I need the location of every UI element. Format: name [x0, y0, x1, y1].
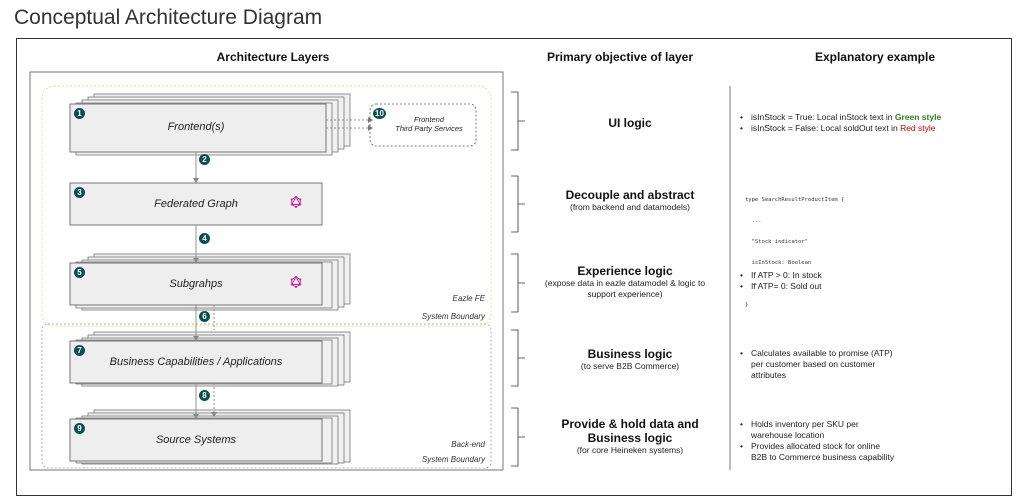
example-text: isInStock = True: Local inStock text in — [751, 112, 895, 122]
layer-label-subgraphs: Subgrahps — [169, 278, 223, 290]
code-line: type SearchResultProductItem { — [745, 197, 845, 203]
list-item: Provides allocated stock for online B2B … — [740, 441, 1005, 463]
example-text: B2B to Commerce business capability — [751, 452, 895, 462]
federated-graph-box — [69, 182, 323, 226]
layer-label-business-capabilities: Business Capabilities / Applications — [109, 356, 283, 368]
example-business: Calculates available to promise (ATP) pe… — [740, 348, 1005, 381]
layer-label-federated-graph: Federated Graph — [154, 198, 238, 210]
list-item: Calculates available to promise (ATP) pe… — [740, 348, 1005, 381]
example-text: warehouse location — [751, 430, 825, 440]
example-text: Provides allocated stock for online — [751, 441, 880, 451]
source-systems-stack — [69, 409, 351, 465]
badge-layer-3: 3 — [74, 187, 85, 198]
example-code-block: type SearchResultProductItem { ... "Stoc… — [745, 183, 844, 316]
badge-connector-2: 2 — [199, 154, 210, 165]
code-line: } — [745, 302, 749, 308]
layer-brackets — [511, 91, 525, 467]
red-style-text: Red style — [900, 123, 936, 133]
example-text: attributes — [751, 370, 786, 380]
layer-label-frontends: Frontend(s) — [167, 121, 225, 133]
graphql-icon — [290, 196, 302, 211]
header-architecture-layers: Architecture Layers — [216, 50, 330, 64]
example-experience: If ATP > 0: In stock If ATP= 0: Sold out — [740, 270, 1005, 292]
badge-layer-7: 7 — [74, 345, 85, 356]
objective-decouple: Decouple and abstract (from backend and … — [530, 188, 730, 213]
objective-subtitle: support experience) — [587, 289, 663, 299]
example-text: isInStock = False: Local soldOut text in — [751, 123, 901, 133]
objective-subtitle: (for core Heineken systems) — [576, 445, 684, 455]
graphql-icon — [290, 276, 302, 291]
code-line: "Stock indicator" — [745, 239, 808, 245]
badge-connector-4: 4 — [199, 233, 210, 244]
diagram-frame — [16, 38, 1012, 496]
objective-ui: UI logic — [530, 116, 730, 130]
example-text: Calculates available to promise (ATP) — [751, 348, 893, 358]
objective-business: Business logic (to serve B2B Commerce) — [530, 347, 730, 372]
fe-boundary-label-1: Eazle FE — [452, 294, 485, 303]
page-title: Conceptual Architecture Diagram — [14, 6, 323, 29]
objective-experience: Experience logic (expose data in eazle d… — [520, 264, 730, 300]
list-item: isInStock = False: Local soldOut text in… — [740, 123, 1005, 134]
third-party-label-line1: Frontend — [413, 115, 445, 124]
third-party-label-line2: Third Party Services — [395, 124, 463, 133]
be-boundary-label-2: System Boundary — [421, 455, 485, 464]
layer-label-source-systems: Source Systems — [155, 434, 237, 446]
code-line: ... — [745, 218, 762, 224]
green-style-text: Green style — [894, 112, 942, 122]
badge-third-party-10: 10 — [373, 108, 386, 119]
frontend-stack — [69, 93, 351, 156]
code-line: isInStock: Boolean — [745, 260, 812, 266]
objective-title: Decouple and abstract — [565, 188, 695, 202]
be-boundary-label-1: Back-end — [451, 440, 485, 449]
layers-container — [29, 71, 504, 471]
objective-title: Experience logic — [577, 264, 673, 278]
connector-arrows — [193, 152, 217, 419]
objective-title: Provide & hold data and — [561, 417, 699, 431]
objective-subtitle: (from backend and datamodels) — [569, 202, 690, 212]
fe-boundary-label-2: System Boundary — [421, 312, 485, 321]
objective-subtitle: (expose data in eazle datamodel & logic … — [544, 278, 706, 288]
example-text: Holds inventory per SKU per — [751, 419, 859, 429]
list-item: Holds inventory per SKU per warehouse lo… — [740, 419, 1005, 441]
business-capabilities-stack — [69, 331, 351, 387]
objective-source: Provide & hold data and Business logic (… — [530, 417, 730, 456]
header-explanatory-example: Explanatory example — [814, 50, 936, 64]
be-boundary — [41, 323, 492, 469]
objective-title: UI logic — [608, 116, 652, 130]
badge-connector-8: 8 — [199, 390, 210, 401]
example-text: per customer based on customer — [751, 359, 876, 369]
subgraphs-stack — [69, 253, 351, 311]
fe-boundary — [41, 85, 492, 327]
badge-connector-6: 6 — [199, 311, 210, 322]
badge-layer-1: 1 — [74, 108, 85, 119]
objective-title: Business logic — [587, 347, 673, 361]
badge-layer-5: 5 — [74, 267, 85, 278]
badge-layer-9: 9 — [74, 423, 85, 434]
header-primary-objective: Primary objective of layer — [546, 50, 694, 64]
objective-title: Business logic — [587, 431, 673, 445]
example-source: Holds inventory per SKU per warehouse lo… — [740, 419, 1005, 463]
objective-subtitle: (to serve B2B Commerce) — [580, 361, 680, 371]
example-ui: isInStock = True: Local inStock text in … — [740, 112, 1005, 134]
list-item: isInStock = True: Local inStock text in … — [740, 112, 1005, 123]
list-item: If ATP > 0: In stock — [740, 270, 1005, 281]
list-item: If ATP= 0: Sold out — [740, 281, 1005, 292]
third-party-label: Frontend Third Party Services — [384, 115, 474, 133]
third-party-box — [369, 103, 477, 147]
